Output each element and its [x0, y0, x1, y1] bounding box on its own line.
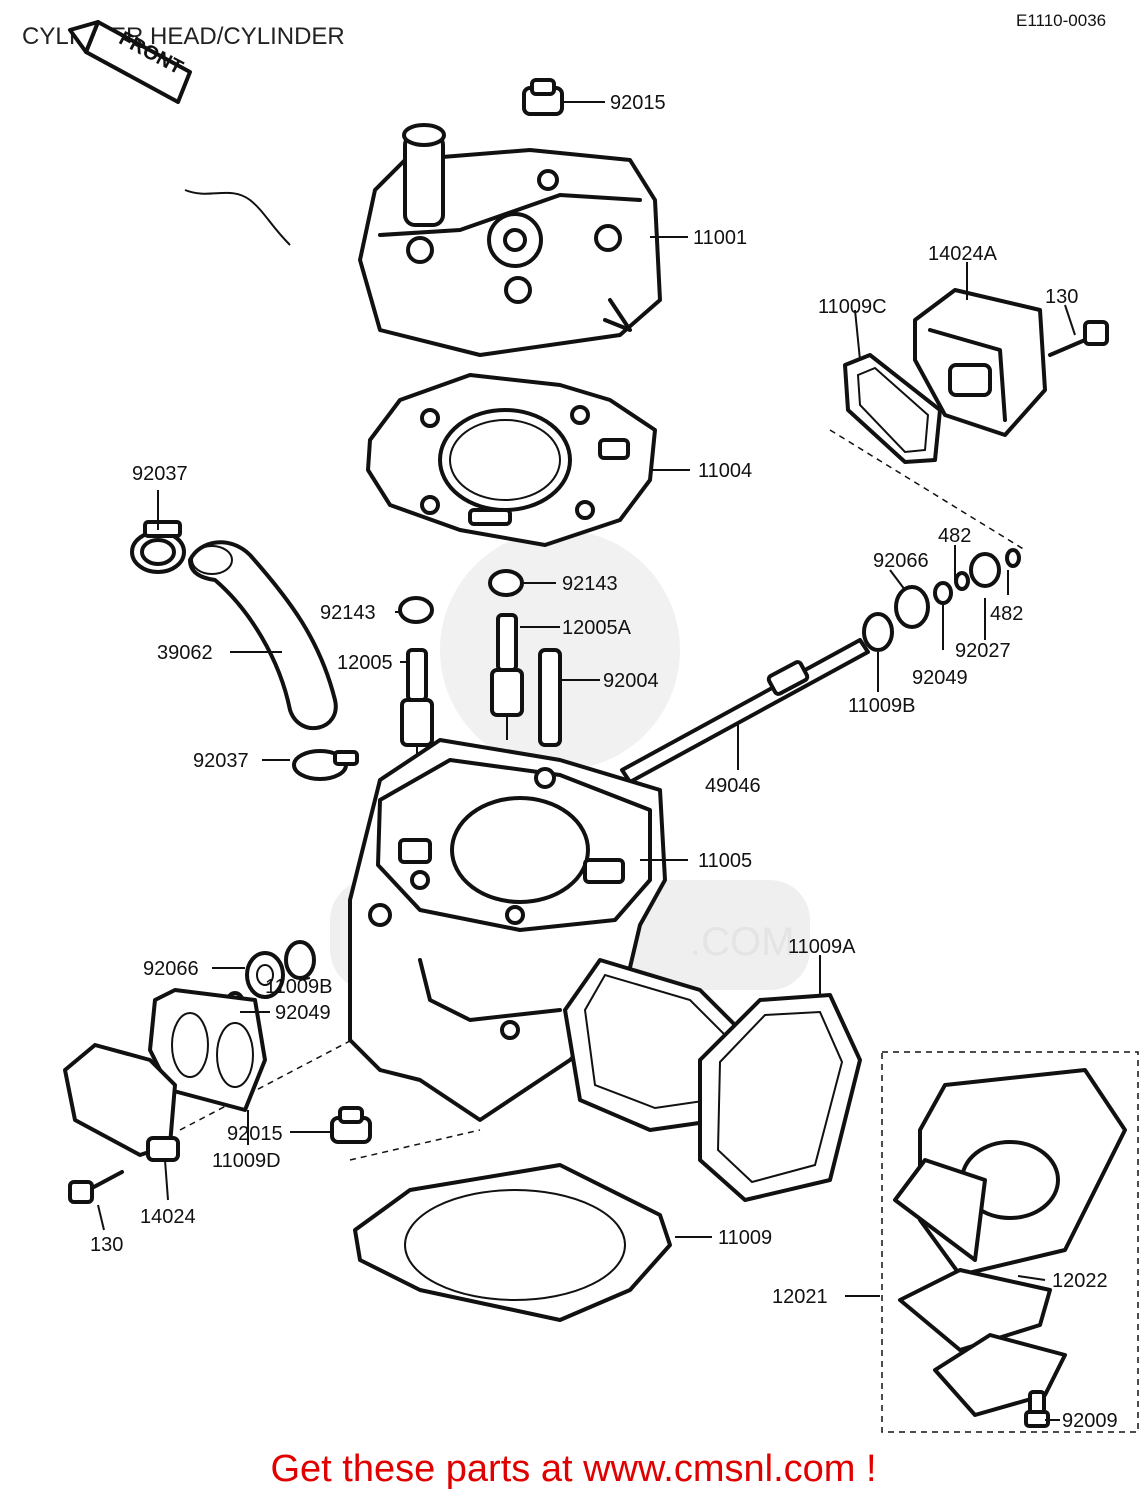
cap-92143-right: [488, 569, 524, 597]
label-11009B-left: 11009B: [265, 976, 332, 998]
label-92066-right: 92066: [873, 550, 929, 572]
label-92143-a: 92143: [320, 602, 376, 624]
clamp-92037-top: [130, 520, 186, 574]
gasket-11009D: [148, 988, 267, 1112]
hose-39062: [188, 540, 338, 730]
leader-lines: [97, 101, 1076, 1421]
cap-92066-left: [245, 951, 285, 999]
part-labels: 92015 11001 14024A 130 11009C 11004 9203…: [90, 92, 1118, 1432]
label-482-a: 482: [938, 525, 971, 547]
label-11009: 11009: [718, 1227, 772, 1249]
label-92009: 92009: [1062, 1410, 1118, 1432]
label-11009B-right: 11009B: [848, 695, 915, 717]
label-12021: 12021: [772, 1286, 828, 1308]
label-130-right: 130: [1045, 286, 1078, 308]
label-92015-bottom: 92015: [227, 1123, 283, 1145]
label-11005: 11005: [698, 850, 752, 872]
rod-49046: [620, 638, 870, 784]
label-11004: 11004: [698, 460, 752, 482]
alignment-line-right: [829, 429, 1026, 551]
label-12005A: 12005A: [562, 617, 632, 639]
alignment-line-bottom: [349, 1129, 481, 1161]
washer-92027: [969, 552, 1001, 588]
cover-14024A: [913, 288, 1047, 437]
nut-92015-bottom: [330, 1106, 372, 1144]
reed-valve-12021: [893, 1068, 1127, 1277]
label-92037-bottom: 92037: [193, 750, 249, 772]
oring-11009B-left: [284, 940, 316, 980]
oring-11009B-right: [862, 612, 894, 652]
label-92066-left: 92066: [143, 958, 199, 980]
nut-92015-top: [522, 78, 564, 116]
gasket-11009A: [698, 993, 862, 1202]
label-92015-top: 92015: [610, 92, 666, 114]
seal-482: [954, 571, 970, 591]
watermark-text: .COM: [690, 920, 794, 964]
seal-482-b: [1005, 548, 1021, 568]
bolt-130-right: [1048, 320, 1109, 357]
label-11001: 11001: [693, 227, 747, 249]
cover-14024: [63, 1043, 180, 1162]
screw-92009: [1024, 1390, 1050, 1428]
label-482-b: 482: [990, 603, 1023, 625]
cap-92066-right: [894, 585, 930, 629]
label-11009A: 11009A: [788, 936, 856, 958]
reed-petal-12022: [898, 1268, 1052, 1352]
diagram-title: CYLINDER HEAD/CYLINDER: [22, 23, 345, 50]
label-49046: 49046: [705, 775, 761, 797]
label-92049-right: 92049: [912, 667, 968, 689]
head-gasket-11004: [366, 373, 657, 547]
base-gasket-11009: [353, 1163, 672, 1322]
clamp-92037-bottom: [292, 749, 359, 781]
label-92027: 92027: [955, 640, 1011, 662]
label-130-left: 130: [90, 1234, 123, 1256]
label-92037-top: 92037: [132, 463, 188, 485]
cap-92143-left: [398, 596, 434, 624]
diagram-code: E1110-0036: [1016, 11, 1106, 30]
footer-link-text[interactable]: Get these parts at www.cmsnl.com !: [270, 1448, 877, 1490]
label-14024: 14024: [140, 1206, 196, 1228]
label-39062: 39062: [157, 642, 213, 664]
label-12022: 12022: [1052, 1270, 1108, 1292]
cylinder-head-11001: [358, 123, 662, 357]
label-92049-left: 92049: [275, 1002, 331, 1024]
wire-squiggle: [184, 189, 291, 246]
reed-valve-box: [881, 1051, 1139, 1433]
bolt-130-left: [68, 1170, 124, 1204]
label-14024A: 14024A: [928, 243, 998, 265]
gasket-11009C: [843, 353, 942, 464]
exploded-parts-diagram: .COM CYLINDER HEAD/CYLINDER E1110-0036 F…: [22, 11, 1139, 1433]
stud-92004: [538, 648, 562, 747]
stud-12005A: [490, 613, 524, 740]
label-11009C: 11009C: [818, 296, 887, 318]
stud-12005: [400, 648, 434, 770]
oring-92049-right: [933, 581, 953, 605]
label-92143-b: 92143: [562, 573, 618, 595]
label-92004: 92004: [603, 670, 659, 692]
label-12005: 12005: [337, 652, 393, 674]
label-11009D: 11009D: [212, 1150, 281, 1172]
